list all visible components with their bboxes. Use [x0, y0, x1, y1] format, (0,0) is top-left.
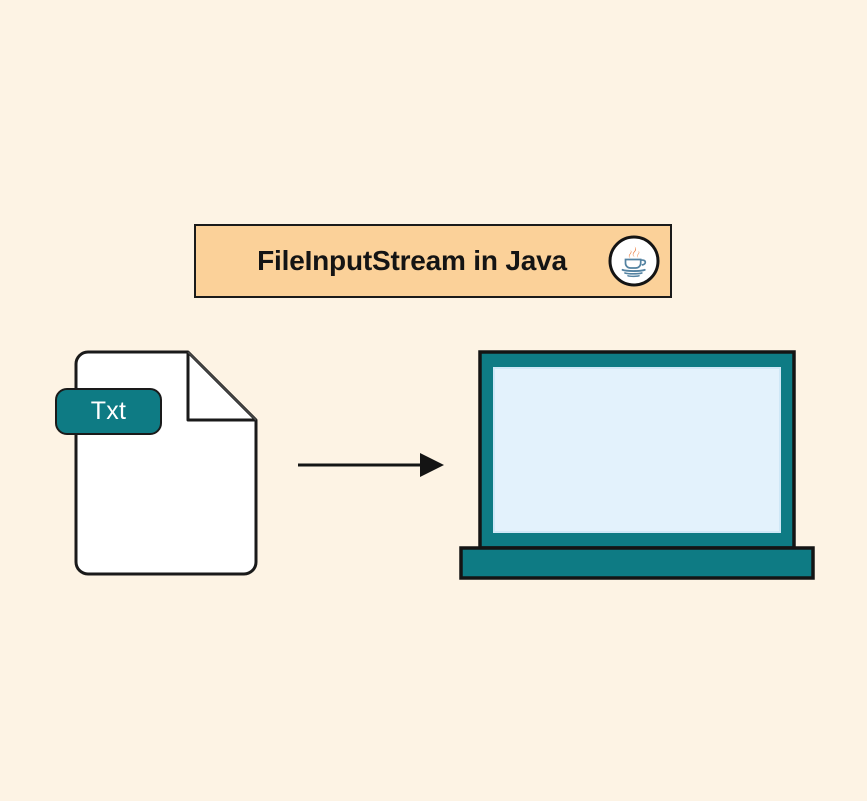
- title-banner: FileInputStream in Java: [194, 224, 672, 298]
- page-title: FileInputStream in Java: [257, 245, 567, 276]
- laptop-icon: [458, 350, 816, 580]
- java-logo-icon: [607, 234, 661, 288]
- file-document-icon: [70, 350, 262, 582]
- file-type-badge-label: Txt: [90, 397, 127, 425]
- file-type-badge: Txt: [55, 388, 162, 435]
- arrow-right-icon: [296, 448, 448, 482]
